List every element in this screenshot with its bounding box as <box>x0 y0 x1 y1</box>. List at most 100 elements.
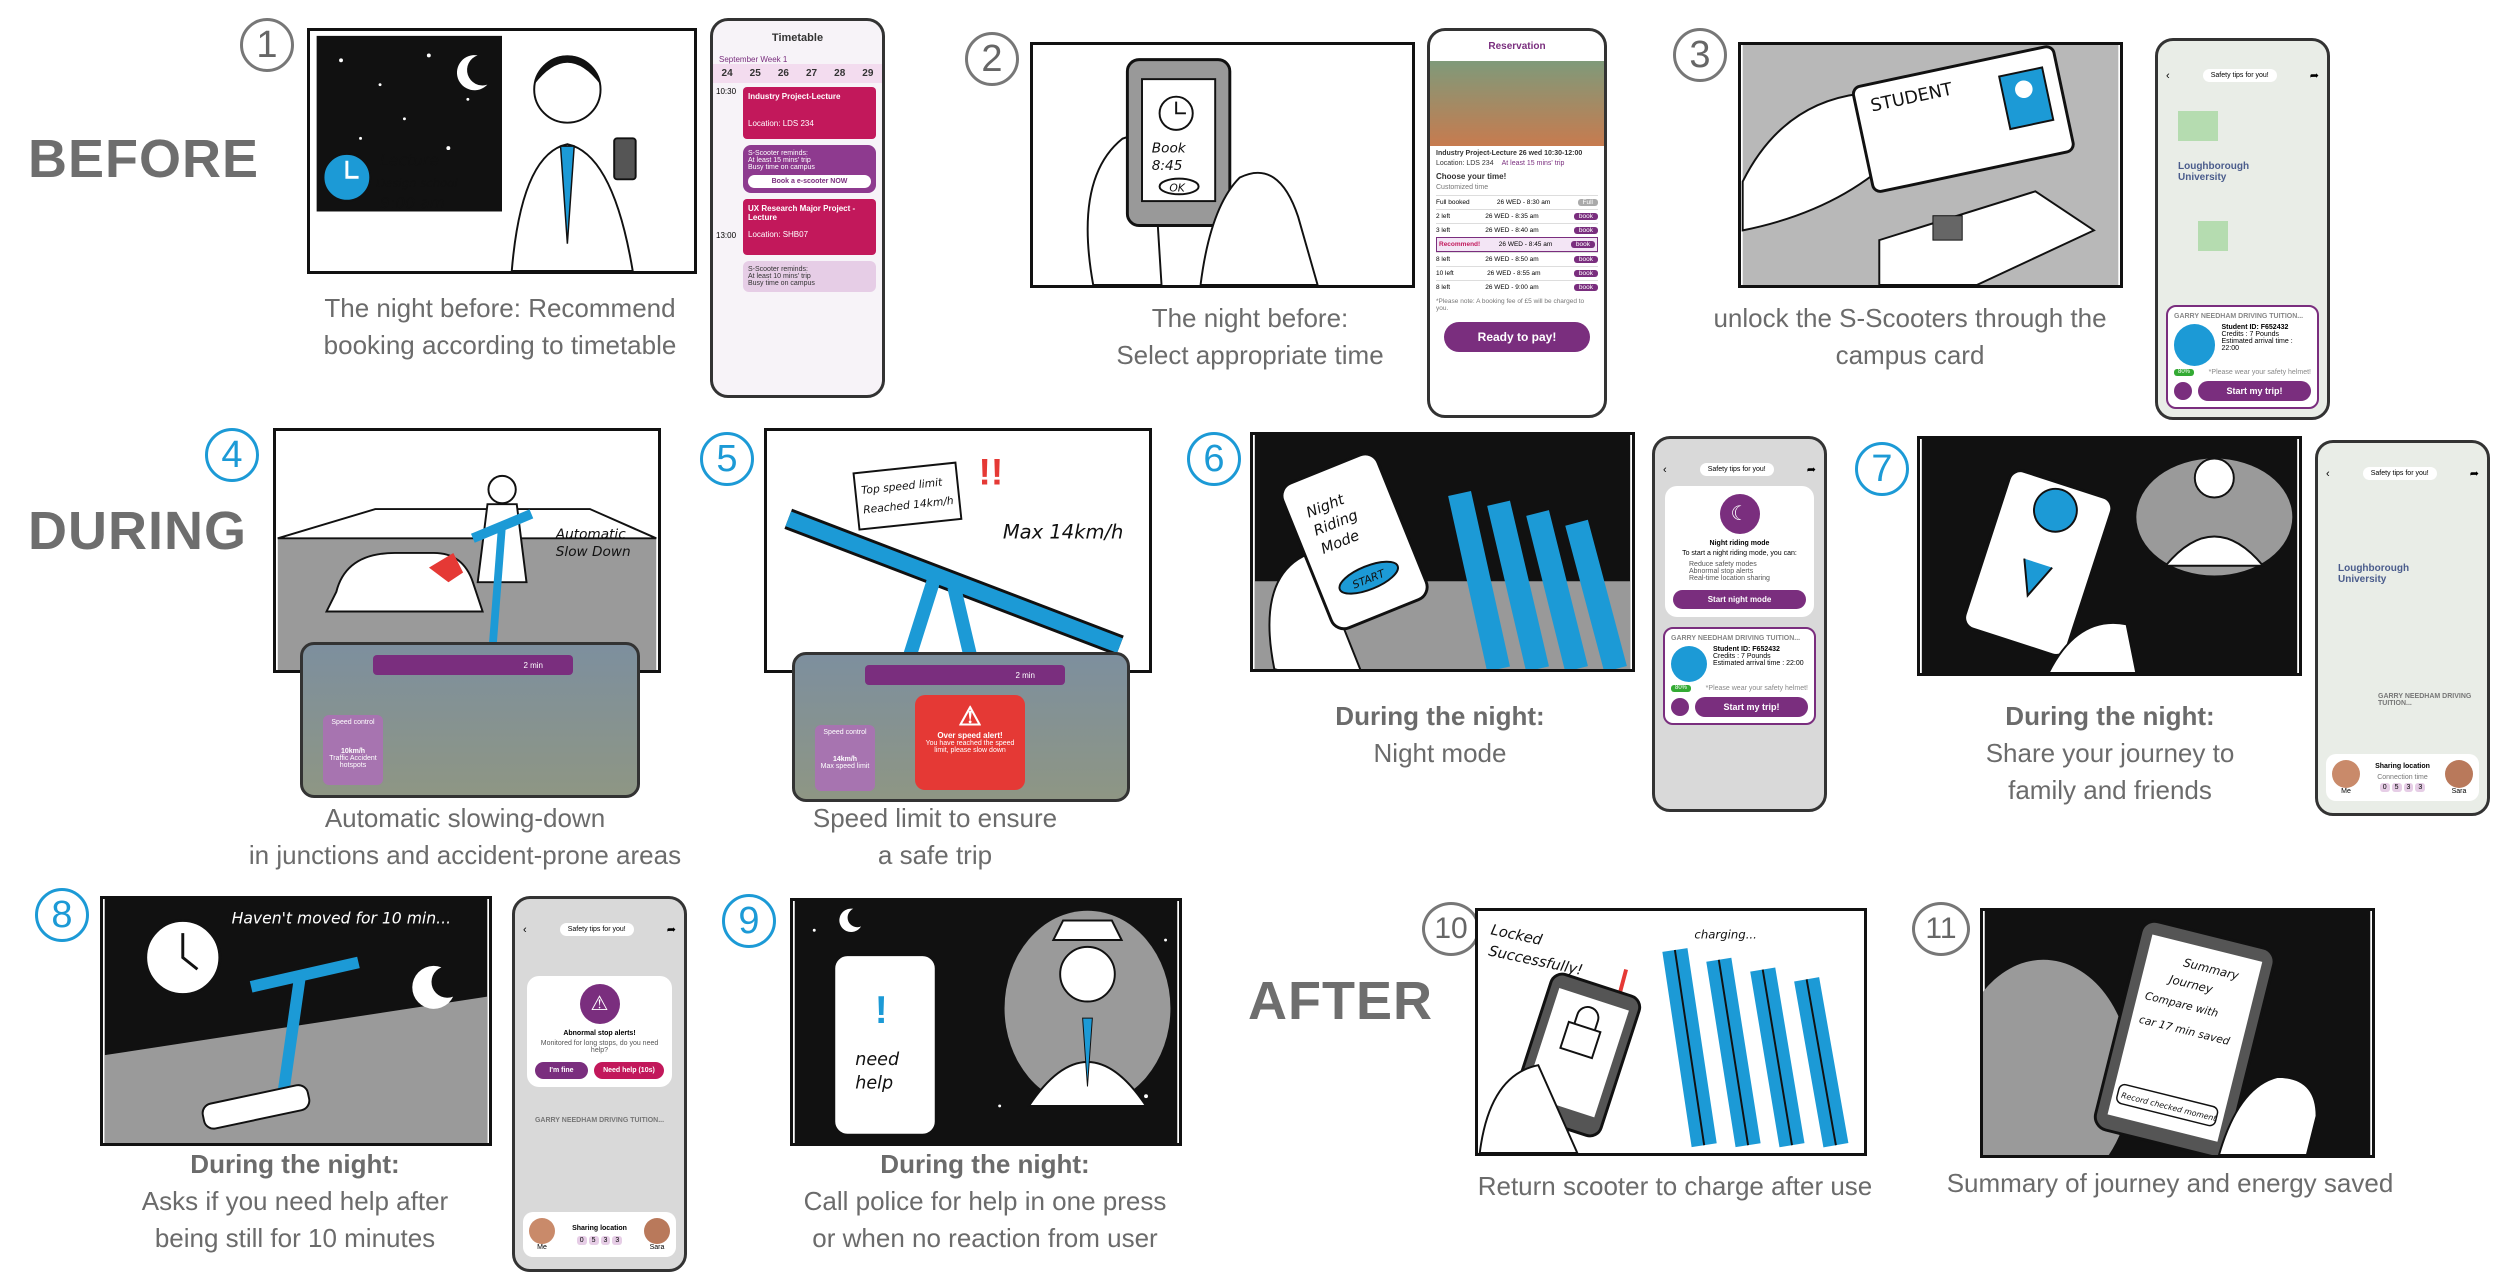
svg-text:Successfully!: Successfully! <box>1487 942 1584 979</box>
speed-control-widget: Speed control 10km/h Traffic Accident ho… <box>323 715 383 785</box>
phone-map-unlock: ‹ Safety tips for you! ➦ Loughborough Un… <box>2155 38 2330 420</box>
over-speed-alert: ⚠ Over speed alert! You have reached the… <box>915 695 1025 790</box>
slot-book-button[interactable]: book <box>1570 241 1595 248</box>
caption-7-line-2: family and friends <box>2008 775 2212 805</box>
sketch-panel-9: ! need help <box>790 898 1182 1146</box>
slot-book-button[interactable]: book <box>1573 213 1598 220</box>
day-29[interactable]: 29 <box>862 68 874 79</box>
slot-book-button[interactable]: book <box>1573 227 1598 234</box>
caption-9-title: During the night: <box>880 1149 1090 1179</box>
reminder-card-2: S-Scooter reminds: At least 10 mins' tri… <box>743 261 876 292</box>
svg-text:charging...: charging... <box>1694 927 1756 941</box>
back-icon[interactable]: ‹ <box>523 923 527 936</box>
map-green-area <box>2178 111 2218 141</box>
map-garry-label: GARRY NEEDHAM DRIVING TUITION... <box>534 1117 665 1124</box>
slot-book-button[interactable]: book <box>1573 270 1598 277</box>
slot-book-button[interactable]: book <box>1573 284 1598 291</box>
map-green-area <box>2198 221 2228 251</box>
caption-8-line-1: Asks if you need help after <box>141 1186 449 1216</box>
ready-to-pay-button[interactable]: Ready to pay! <box>1444 322 1590 352</box>
start-night-mode-button[interactable]: Start night mode <box>1673 590 1806 609</box>
caption-2-line-1: The night before: <box>1151 303 1349 333</box>
start-trip-button[interactable]: Start my trip! <box>1695 697 1808 717</box>
im-fine-button[interactable]: I'm fine <box>535 1062 588 1079</box>
avatar-friend <box>644 1218 670 1244</box>
route-bar: 2 min <box>373 655 573 675</box>
scooter-info-card: GARRY NEEDHAM DRIVING TUITION... Student… <box>2166 305 2319 409</box>
map-place-label: Loughborough University <box>2338 563 2410 585</box>
day-28[interactable]: 28 <box>834 68 846 79</box>
sharing-location-card: Me Sharing location Connection time 0 5 … <box>2326 754 2479 801</box>
caption-panel-4: Automatic slowing-down in junctions and … <box>230 800 700 874</box>
phone-timetable: Timetable September Week 1 24 25 26 27 2… <box>710 18 885 398</box>
back-icon[interactable]: ‹ <box>2166 69 2170 82</box>
svg-text:Automatic: Automatic <box>555 526 626 542</box>
day-24[interactable]: 24 <box>721 68 733 79</box>
caption-7-line-1: Share your journey to <box>1985 738 2235 768</box>
caption-panel-6: During the night: Night mode <box>1260 698 1620 772</box>
timetable-title: Timetable <box>771 32 824 44</box>
caption-3-line-2: campus card <box>1835 340 1985 370</box>
svg-text:8:45: 8:45 <box>1152 158 1183 174</box>
phone-night-mode: ‹ Safety tips for you! ➦ ☾ Night riding … <box>1652 436 1827 812</box>
sketch-panel-11: Summary Journey Compare with car 17 min … <box>1980 908 2375 1158</box>
panel-number-7: 7 <box>1855 442 1909 496</box>
route-bar: 2 min <box>865 665 1065 685</box>
customized-time-toggle[interactable]: Customized time <box>1436 184 1489 191</box>
panel-number-4: 4 <box>205 428 259 482</box>
event-2-card[interactable]: UX Research Major Project -Lecture Locat… <box>743 199 876 255</box>
caption-panel-9: During the night: Call police for help i… <box>780 1146 1190 1257</box>
day-27[interactable]: 27 <box>805 68 818 79</box>
avatar-me <box>2332 760 2360 788</box>
safety-tips-button[interactable]: Safety tips for you! <box>1699 463 1774 476</box>
scooter-icon <box>1671 646 1707 682</box>
book-escooter-button[interactable]: Book a e-scooter NOW <box>748 175 871 188</box>
safety-tips-button[interactable]: Safety tips for you! <box>559 923 634 936</box>
safety-tips-button[interactable]: Safety tips for you! <box>2202 69 2277 82</box>
choose-time-heading: Choose your time! <box>1436 172 1507 181</box>
moon-icon[interactable] <box>2174 382 2192 400</box>
caption-panel-11: Summary of journey and energy saved <box>1925 1165 2415 1202</box>
caption-8-title: During the night: <box>190 1149 400 1179</box>
time-1300: 13:00 <box>716 231 737 240</box>
caption-panel-8: During the night: Asks if you need help … <box>100 1146 490 1257</box>
caption-1-line-2: booking according to timetable <box>323 330 677 360</box>
caption-3-line-1: unlock the S-Scooters through the <box>1713 303 2107 333</box>
event-2-title: UX Research Major Project -Lecture <box>748 204 856 222</box>
phone-share-journey: ‹ Safety tips for you! ➦ Loughborough Un… <box>2315 440 2490 816</box>
avatar-friend <box>2445 760 2473 788</box>
event-2-location: Location: SHB07 <box>748 230 809 239</box>
share-icon[interactable]: ➦ <box>1806 464 1816 476</box>
caption-6-title: During the night: <box>1335 701 1545 731</box>
moon-icon[interactable] <box>1671 698 1689 716</box>
event-1-card[interactable]: Industry Project-Lecture Location: LDS 2… <box>743 87 876 139</box>
share-icon[interactable]: ➦ <box>2309 70 2319 82</box>
caption-panel-5: Speed limit to ensure a safe trip <box>790 800 1080 874</box>
svg-text:Slow Down: Slow Down <box>556 544 631 560</box>
safety-tips-button[interactable]: Safety tips for you! <box>2362 467 2437 480</box>
sketch-panel-6: Night Riding Mode START <box>1250 432 1635 672</box>
back-icon[interactable]: ‹ <box>2326 467 2330 480</box>
start-trip-button[interactable]: Start my trip! <box>2198 381 2311 401</box>
section-during: DURING <box>28 501 247 561</box>
sketch-panel-8: Haven't moved for 10 min... <box>100 896 492 1146</box>
time-1030: 10:30 <box>716 87 737 96</box>
battery-badge: 80% <box>2174 369 2195 376</box>
day-25[interactable]: 25 <box>749 68 761 79</box>
slot-book-button[interactable]: book <box>1573 256 1598 263</box>
sketch-panel-5: Top speed limit Reached 14km/h !! Max 14… <box>764 428 1152 673</box>
reservation-trip: At least 15 mins' trip <box>1501 160 1565 167</box>
back-icon[interactable]: ‹ <box>1663 463 1667 476</box>
share-icon[interactable]: ➦ <box>2469 468 2479 480</box>
phone-speed-control-2: 2 min Speed control 14km/h Max speed lim… <box>792 652 1130 802</box>
need-help-button[interactable]: Need help (10s) <box>593 1062 664 1079</box>
event-1-location: Location: LDS 234 <box>748 119 814 128</box>
panel-number-10: 10 <box>1422 902 1480 956</box>
panel-number-6: 6 <box>1187 432 1241 486</box>
booking-fee-note: *Please note: A booking fee of £5 will b… <box>1436 298 1585 312</box>
day-26[interactable]: 26 <box>777 68 789 79</box>
panel-number-9: 9 <box>722 894 776 948</box>
share-icon[interactable]: ➦ <box>666 924 676 936</box>
battery-badge: 80% <box>1671 685 1692 692</box>
timetable-month[interactable]: September Week 1 <box>719 55 788 64</box>
